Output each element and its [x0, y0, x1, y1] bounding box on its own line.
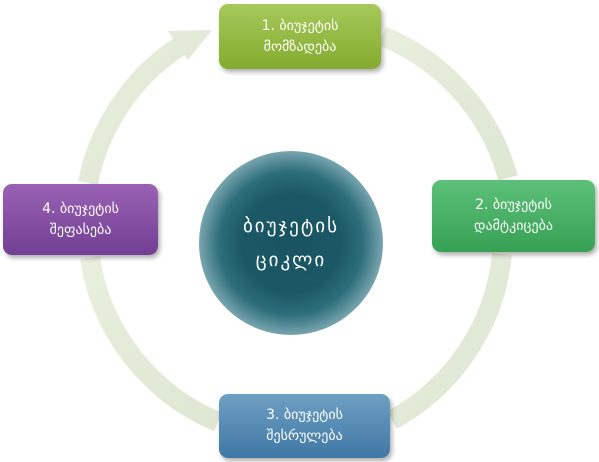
- cycle-arc-2-3: [387, 252, 512, 429]
- cycle-arrow-head: [168, 30, 212, 60]
- center-title-line-1: ბიუჯეტის: [242, 215, 340, 237]
- stage-4-label-line-1: 4. ბიუჯეტის: [42, 200, 119, 217]
- center-title-line-2: ციკლი: [255, 249, 327, 271]
- stage-box-preparation: 1. ბიუჯეტის მომზადება: [219, 4, 381, 69]
- stage-3-label-line-2: შესრულება: [266, 428, 343, 444]
- cycle-arc-4-1: [78, 37, 186, 186]
- stage-1-label-line-1: 1. ბიუჯეტის: [261, 17, 339, 34]
- cycle-arc-3-4: [80, 256, 222, 432]
- cycle-arc-1-2: [378, 26, 518, 181]
- stage-2-label-line-2: დამტკიცება: [474, 218, 553, 234]
- stage-4-label-line-2: შეფასება: [49, 221, 112, 238]
- stage-3-label-line-1: 3. ბიუჯეტის: [266, 407, 343, 423]
- stage-box-evaluation: 4. ბიუჯეტის შეფასება: [3, 184, 158, 255]
- center-circle: ბიუჯეტის ციკლი: [199, 151, 383, 335]
- stage-2-label-line-1: 2. ბიუჯეტის: [475, 197, 552, 213]
- stage-box-approval: 2. ბიუჯეტის დამტკიცება: [432, 180, 595, 252]
- stage-1-label-line-2: მომზადება: [263, 38, 337, 55]
- stage-box-execution: 3. ბიუჯეტის შესრულება: [219, 394, 390, 458]
